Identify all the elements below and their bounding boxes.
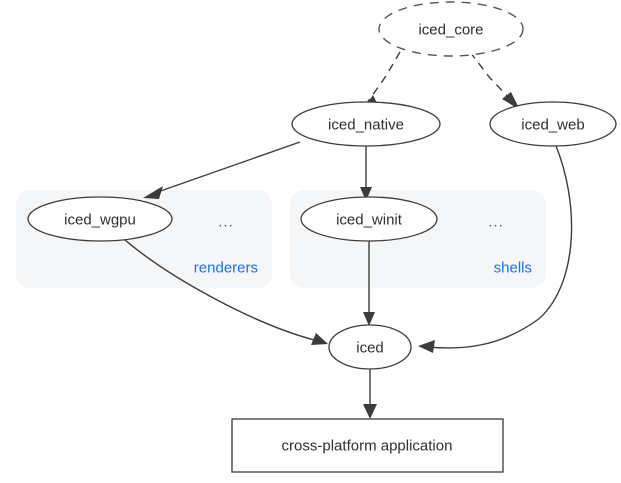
edge-iced-native-to-iced-wgpu [143, 141, 301, 199]
node-iced[interactable]: iced [328, 324, 412, 370]
node-label-application: cross-platform application [282, 438, 453, 455]
group-label-renderers: renderers [194, 260, 258, 277]
node-label-iced-core: iced_core [418, 22, 483, 39]
group-label-shells: shells [494, 260, 532, 277]
node-label-iced-winit: iced_winit [336, 212, 403, 229]
node-label-iced: iced [356, 340, 384, 357]
edge-iced-web-to-iced [418, 145, 573, 353]
edge-iced-native-to-iced-winit [360, 146, 372, 201]
renderers-ellipsis: ... [218, 214, 234, 231]
node-label-iced-wgpu: iced_wgpu [64, 212, 136, 229]
node-label-iced-web: iced_web [521, 117, 584, 134]
node-iced-winit[interactable]: iced_winit [300, 196, 438, 242]
node-iced-web[interactable]: iced_web [489, 101, 617, 147]
node-iced-core[interactable]: iced_core [378, 1, 524, 57]
node-iced-wgpu[interactable]: iced_wgpu [27, 196, 173, 242]
node-cross-platform-application[interactable]: cross-platform application [231, 418, 504, 473]
edge-iced-wgpu-to-iced [124, 239, 328, 345]
node-label-iced-native: iced_native [328, 117, 404, 134]
edge-iced-core-to-iced-web [469, 51, 520, 110]
node-iced-native[interactable]: iced_native [291, 101, 441, 147]
shells-ellipsis: ... [488, 214, 504, 231]
edge-iced-to-application [363, 369, 377, 419]
edge-iced-winit-to-iced [363, 240, 375, 326]
